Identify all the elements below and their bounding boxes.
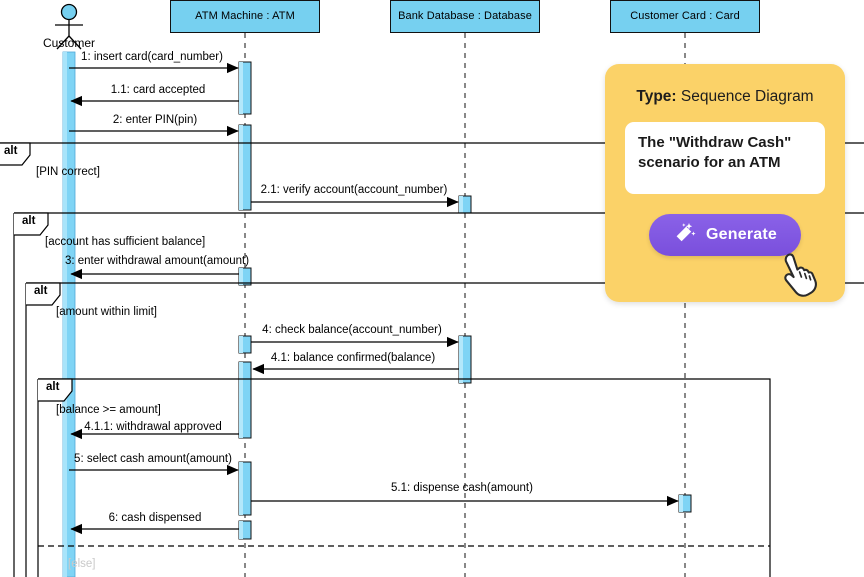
generate-button[interactable]: Generate [649, 214, 801, 256]
diagram-type-row: Type: Sequence Diagram [625, 88, 825, 106]
fragment-guard-2: [amount within limit] [56, 306, 157, 318]
message-label-1: 1: insert card(card_number) [81, 51, 223, 63]
message-label-4: 4: check balance(account_number) [262, 324, 442, 336]
message-label-3: 3: enter withdrawal amount(amount) [64, 255, 250, 267]
message-label-5: 5: select cash amount(amount) [74, 453, 232, 465]
lifeline-head-atm[interactable]: ATM Machine : ATM [170, 0, 320, 33]
fragment-tab-1 [14, 212, 49, 236]
fragment-guard-3: [balance >= amount] [56, 404, 161, 416]
actor-customer-label: Customer [42, 36, 95, 50]
lifeline-head-atm-label: ATM Machine : ATM [195, 10, 295, 23]
prompt-text: The "Withdraw Cash" scenario for an ATM [638, 134, 792, 171]
activations-atm [238, 61, 252, 540]
lifeline-head-card-label: Customer Card : Card [630, 10, 740, 23]
messages [69, 62, 679, 535]
fragment-else-guard-3: [else] [68, 558, 96, 570]
generate-diagram-panel: Type: Sequence Diagram The "Withdraw Cas… [605, 64, 845, 302]
fragment-keyword-0: alt [4, 145, 18, 157]
message-label-5-1: 5.1: dispense cash(amount) [391, 482, 533, 494]
message-label-4-1-1: 4.1.1: withdrawal approved [84, 421, 222, 433]
diagram-type-value: Sequence Diagram [680, 88, 814, 105]
activations-database [458, 195, 472, 384]
lifeline-head-card[interactable]: Customer Card : Card [610, 0, 760, 33]
diagram-type-key: Type: [636, 88, 677, 105]
activations-card [678, 494, 692, 513]
lifeline-head-database[interactable]: Bank Database : Database [390, 0, 540, 33]
fragment-tab-2 [26, 282, 61, 306]
fragment-tab-3 [38, 378, 73, 402]
fragment-keyword-1: alt [22, 215, 36, 227]
fragment-keyword-2: alt [34, 285, 48, 297]
fragment-tab-0 [0, 142, 31, 166]
fragment-guard-1: [account has sufficient balance] [45, 236, 206, 248]
prompt-textarea[interactable]: The "Withdraw Cash" scenario for an ATM [625, 122, 825, 194]
fragment-frame-3 [38, 378, 771, 577]
generate-button-label: Generate [706, 226, 777, 243]
fragment-guard-0: [PIN correct] [36, 166, 100, 178]
message-label-6: 6: cash dispensed [108, 512, 202, 524]
lifeline-head-database-label: Bank Database : Database [398, 10, 532, 23]
actor-customer-figure [55, 3, 83, 50]
magic-wand-icon [673, 221, 697, 250]
message-label-4-1: 4.1: balance confirmed(balance) [270, 352, 436, 364]
message-label-2-1: 2.1: verify account(account_number) [260, 184, 448, 196]
fragment-keyword-3: alt [46, 381, 60, 393]
message-label-2: 2: enter PIN(pin) [112, 114, 198, 126]
message-label-1-1: 1.1: card accepted [110, 84, 206, 96]
